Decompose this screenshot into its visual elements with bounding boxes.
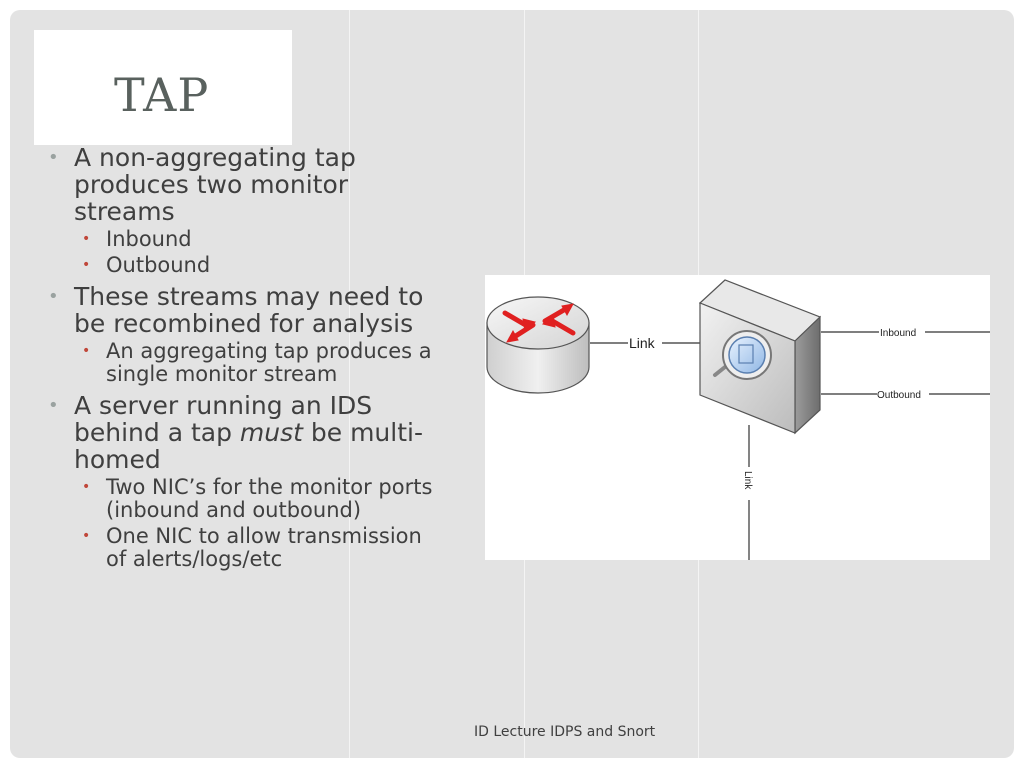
sub-bullet-dot-icon: • (82, 231, 91, 247)
sub-bullet-text: Inbound (106, 227, 192, 251)
slide-footer: ID Lecture IDPS and Snort (474, 724, 656, 740)
title-box: TAP (34, 30, 292, 145)
sub-bullet-text: One NIC to allow transmission of alerts/… (106, 524, 422, 571)
bullet-dot-icon: • (48, 147, 59, 168)
sub-bullet-dot-icon: • (82, 479, 91, 495)
background-stripe (349, 10, 350, 758)
bullet-dot-icon: • (48, 395, 59, 416)
bullet-list: • A non-aggregating tap produces two mon… (44, 138, 444, 571)
bullet-emphasis: must (239, 418, 303, 447)
sub-bullet-text: Outbound (106, 253, 211, 277)
inbound-label: Inbound (880, 328, 916, 339)
sub-bullet-text: Two NIC’s for the monitor ports (inbound… (106, 475, 433, 522)
outbound-label: Outbound (877, 390, 921, 401)
sub-bullet-dot-icon: • (82, 257, 91, 273)
bullet-text: These streams may need to be recombined … (74, 282, 424, 338)
bullet-text: A non-aggregating tap produces two monit… (74, 143, 356, 226)
bullet-text-start: A server running an IDS behind a tap (74, 391, 373, 447)
sub-bullet-item: • Inbound (44, 228, 444, 251)
tap-diagram-svg: Link Inbound Outbound Link (486, 279, 990, 560)
bullet-text-end: be multi-homed (74, 418, 423, 474)
link-label-left: Link (629, 335, 656, 351)
bullet-item: • A server running an IDS behind a tap m… (44, 392, 444, 473)
sub-bullet-item: • Outbound (44, 254, 444, 277)
tap-diagram: Link Inbound Outbound Link (485, 275, 990, 560)
bullet-dot-icon: • (48, 286, 59, 307)
router-icon (486, 296, 590, 394)
sub-bullet-text: An aggregating tap produces a single mon… (106, 339, 432, 386)
bullet-item: • A non-aggregating tap produces two mon… (44, 144, 444, 225)
sub-bullet-dot-icon: • (82, 343, 91, 359)
bullet-item: • These streams may need to be recombine… (44, 283, 444, 337)
tap-device-icon (698, 279, 822, 435)
sub-bullet-dot-icon: • (82, 528, 91, 544)
link-label-bottom: Link (742, 471, 753, 490)
sub-bullet-item: • One NIC to allow transmission of alert… (44, 525, 444, 571)
sub-bullet-item: • Two NIC’s for the monitor ports (inbou… (44, 476, 444, 522)
slide-title: TAP (114, 68, 210, 122)
sub-bullet-item: • An aggregating tap produces a single m… (44, 340, 444, 386)
